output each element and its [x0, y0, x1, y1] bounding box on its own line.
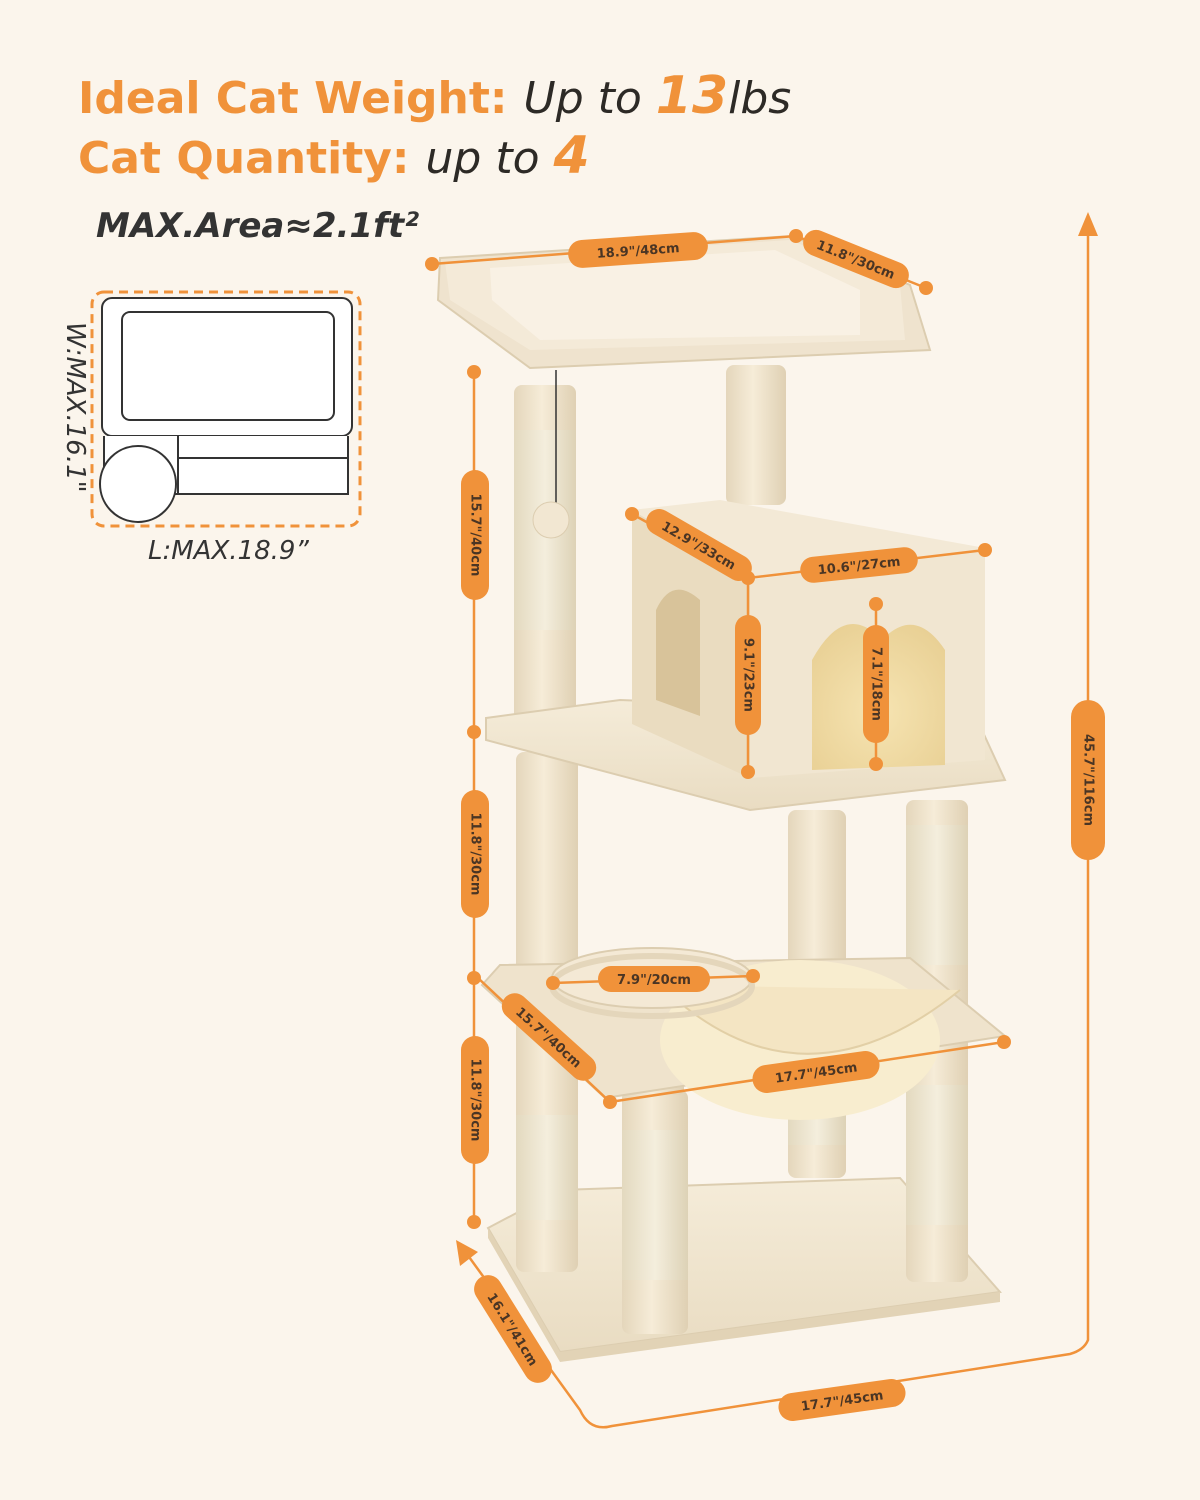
dim-post-upper: 15.7"/40cm	[461, 470, 489, 600]
weight-unit: lbs	[728, 73, 792, 124]
max-width-label: W:MAX.16.1"	[60, 322, 90, 493]
dimension-dots	[425, 229, 1011, 1229]
max-area-title: MAX.Area≈2.1ft²	[96, 206, 420, 246]
area-diagram	[90, 290, 362, 528]
dim-post-middle: 11.8"/30cm	[461, 790, 489, 918]
dim-top-width-text: 18.9"/48cm	[596, 241, 680, 262]
dim-round-perch: 7.9"/20cm	[598, 966, 710, 992]
max-length-label: L:MAX.18.9”	[148, 536, 309, 566]
dim-condo-door: 7.1"/18cm	[863, 625, 889, 743]
quantity-value: up to 4	[425, 126, 590, 186]
dim-condo-door-text: 7.1"/18cm	[869, 647, 884, 721]
dim-base-width: 17.7"/45cm	[778, 1379, 906, 1421]
area-round-perch	[99, 445, 177, 523]
dim-total-height-text: 45.7"/116cm	[1081, 734, 1096, 826]
weight-line: Ideal Cat Weight: Up to 13lbs	[78, 66, 791, 126]
base-board	[486, 1176, 1002, 1362]
quantity-label: Cat Quantity:	[78, 133, 410, 184]
weight-label: Ideal Cat Weight:	[78, 73, 508, 124]
dim-post-lower: 11.8"/30cm	[461, 1036, 489, 1164]
hammock-platform	[480, 947, 1008, 1120]
dim-post-lower-text: 11.8"/30cm	[468, 1059, 483, 1142]
dim-post-upper-text: 15.7"/40cm	[468, 494, 483, 577]
dim-condo-height-text: 9.1"/23cm	[741, 638, 756, 712]
weight-number: 13	[655, 66, 729, 126]
dim-top-width: 18.9"/48cm	[568, 232, 708, 268]
base-arrow-icon	[456, 1240, 478, 1266]
toy-ball	[532, 501, 570, 539]
condo-side-door	[656, 589, 700, 716]
area-top-perch	[101, 297, 353, 437]
top-perch-bed	[490, 250, 860, 340]
post-upper-right	[726, 365, 786, 505]
top-perch	[436, 234, 932, 539]
dim-round-perch-text: 7.9"/20cm	[617, 973, 691, 988]
weight-value: Up to 13lbs	[523, 66, 792, 126]
quantity-number: 4	[553, 126, 590, 186]
area-outline	[90, 290, 362, 528]
dim-condo-height: 9.1"/23cm	[735, 615, 761, 735]
dim-condo-width: 10.6"/27cm	[800, 547, 918, 583]
height-arrow-icon	[1078, 212, 1098, 236]
dim-post-middle-text: 11.8"/30cm	[468, 813, 483, 896]
quantity-line: Cat Quantity: up to 4	[78, 126, 590, 186]
dim-total-height: 45.7"/116cm	[1071, 700, 1105, 860]
